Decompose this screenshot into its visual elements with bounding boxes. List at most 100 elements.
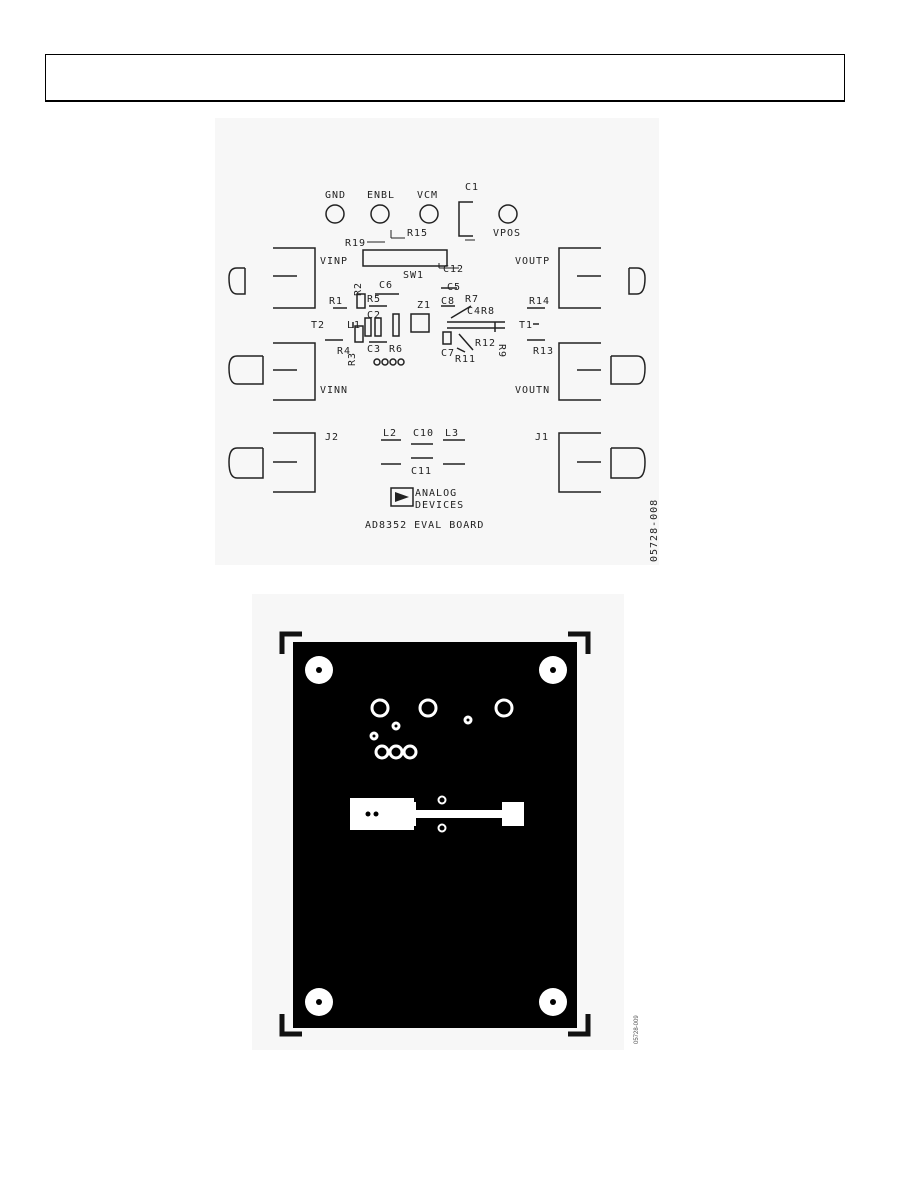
label-c10: C10 xyxy=(413,428,434,439)
j2-connector xyxy=(273,432,316,493)
corner-tr xyxy=(568,631,591,654)
analog-devices-logo xyxy=(390,487,414,507)
mid-component-marks xyxy=(410,287,505,353)
bottom-layer-svg: 05728-009 xyxy=(252,594,640,1050)
mounting-holes xyxy=(305,656,567,1016)
r-pad-c xyxy=(392,313,400,337)
pad-5 xyxy=(388,744,404,760)
label-r8: R8 xyxy=(481,306,495,317)
connector-pads xyxy=(325,204,518,224)
label-vinp: VINP xyxy=(320,256,348,267)
label-voutn: VOUTN xyxy=(515,385,550,396)
vinp-connector xyxy=(273,247,316,309)
voutp-barrel xyxy=(628,267,646,295)
corner-br xyxy=(568,1014,591,1037)
label-l2: L2 xyxy=(383,428,397,439)
label-gnd: GND xyxy=(325,190,346,201)
r7-mark xyxy=(450,305,472,319)
c1-outline xyxy=(458,201,473,237)
corner-bl xyxy=(279,1014,302,1037)
header-frame xyxy=(45,54,845,102)
r12-mark xyxy=(458,333,474,351)
voutp-connector xyxy=(558,247,601,309)
label-l3: L3 xyxy=(445,428,459,439)
vpos-pad xyxy=(498,204,518,224)
board-background xyxy=(215,118,659,565)
label-c11: C11 xyxy=(411,466,432,477)
label-r1: R1 xyxy=(329,296,343,307)
label-r7: R7 xyxy=(465,294,479,305)
logo-text-analog: ANALOG xyxy=(415,488,457,499)
logo-text-devices: DEVICES xyxy=(415,500,464,511)
label-t1: T1 xyxy=(519,320,533,331)
label-vcm: VCM xyxy=(417,190,438,201)
pad-1 xyxy=(370,698,390,718)
via-b xyxy=(463,715,473,725)
label-c2: C2 xyxy=(367,310,381,321)
label-r6: R6 xyxy=(389,344,403,355)
c12-mark xyxy=(438,263,459,269)
label-z1: Z1 xyxy=(417,300,431,311)
label-vpos: VPOS xyxy=(493,228,521,239)
label-c7: C7 xyxy=(441,348,455,359)
j1-connector xyxy=(558,432,601,493)
label-c12: C12 xyxy=(443,264,464,275)
trace-line xyxy=(416,810,510,818)
vinn-barrel xyxy=(228,355,264,385)
r11-mark xyxy=(456,347,466,353)
z1-chip xyxy=(410,313,430,333)
signal-trace xyxy=(350,795,524,833)
via-2 xyxy=(381,358,389,366)
trace-pad-right xyxy=(502,802,524,826)
voutn-barrel xyxy=(610,355,646,385)
label-r2: R2 xyxy=(353,282,364,296)
c2-pad-b xyxy=(374,317,382,337)
logo-box xyxy=(390,487,414,507)
vcm-pad xyxy=(419,204,439,224)
gnd-pad xyxy=(325,204,345,224)
figure-id-top: 05728-008 xyxy=(649,499,660,562)
label-r14: R14 xyxy=(529,296,550,307)
label-c4: C4 xyxy=(467,306,481,317)
label-j2: J2 xyxy=(325,432,339,443)
via-1 xyxy=(373,358,381,366)
vinp-barrel xyxy=(228,267,246,295)
label-r11: R11 xyxy=(455,354,476,365)
r2-pad xyxy=(356,293,366,309)
pad-6 xyxy=(402,744,418,760)
label-j1: J1 xyxy=(535,432,549,443)
right-component-marks xyxy=(527,307,545,341)
label-c1: C1 xyxy=(465,182,479,193)
pad-3 xyxy=(494,698,514,718)
sw1-outline xyxy=(362,249,448,267)
c2-pad-a xyxy=(364,317,372,337)
c7-pad xyxy=(442,331,452,345)
label-r5: R5 xyxy=(367,294,381,305)
via-4 xyxy=(397,358,405,366)
label-r15: R15 xyxy=(407,228,428,239)
figure-id-bottom: 05728-009 xyxy=(634,1015,640,1044)
label-r3: R3 xyxy=(347,352,358,366)
label-c5: C5 xyxy=(447,282,461,293)
r3-pad xyxy=(354,325,364,343)
sma-right-group xyxy=(558,247,646,493)
bottom-component-marks xyxy=(381,439,465,465)
label-sw1: SW1 xyxy=(403,270,424,281)
label-l1: L1 xyxy=(347,320,361,331)
via-a xyxy=(391,721,401,731)
label-r13: R13 xyxy=(533,346,554,357)
voutn-connector xyxy=(558,342,601,401)
board-name: AD8352 EVAL BOARD xyxy=(365,520,484,531)
label-r12: R12 xyxy=(475,338,496,349)
test-point-pads xyxy=(369,698,514,760)
via-c xyxy=(369,731,379,741)
ground-plane xyxy=(293,642,577,1028)
label-r9: R9 xyxy=(496,344,507,358)
vinn-connector xyxy=(273,342,316,401)
corner-markers xyxy=(279,631,591,1037)
left-component-marks xyxy=(325,293,405,366)
label-c8: C8 xyxy=(441,296,455,307)
j1-barrel xyxy=(610,447,646,479)
label-enbl: ENBL xyxy=(367,190,395,201)
j2-barrel xyxy=(228,447,264,479)
